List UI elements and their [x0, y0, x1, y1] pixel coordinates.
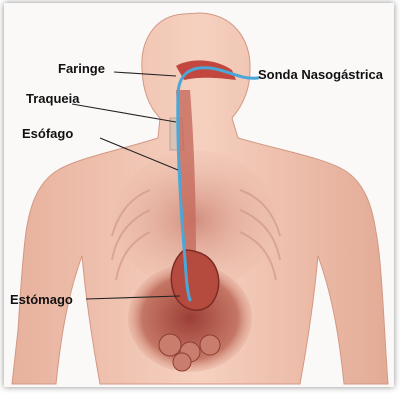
- label-traqueia: Traqueia: [26, 91, 79, 106]
- label-esofago: Esófago: [22, 126, 73, 141]
- label-sonda: Sonda Nasogástrica: [258, 67, 383, 82]
- label-estomago: Estómago: [10, 292, 73, 307]
- label-faringe: Faringe: [58, 61, 105, 76]
